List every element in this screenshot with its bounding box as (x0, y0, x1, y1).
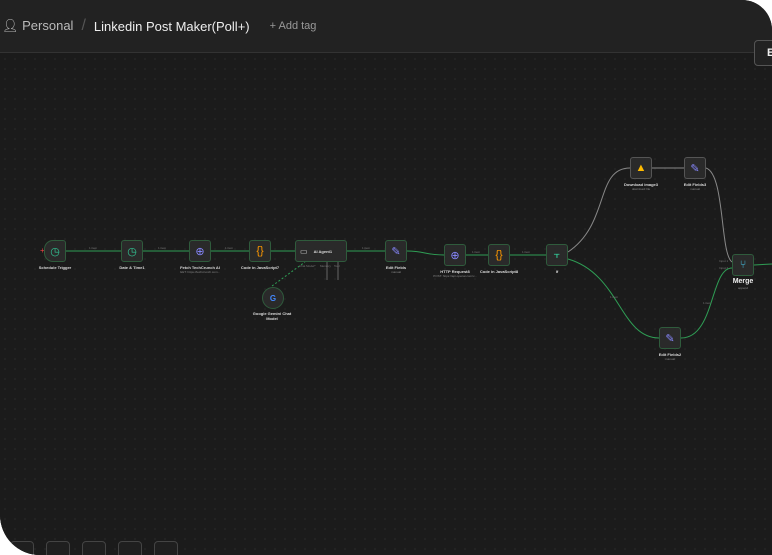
edge-label: 1 item (89, 246, 98, 250)
node-label: Download image3 (623, 182, 658, 187)
pencil-icon: ✎ (391, 245, 401, 258)
node-label: Google Gemini Chat Model (252, 311, 292, 321)
node-download-image[interactable]: ▲ (630, 157, 652, 179)
edge (326, 262, 339, 280)
breadcrumb-project[interactable]: 👤︎ Personal (2, 18, 73, 34)
workflow-title[interactable]: Linkedin Post Maker(Poll+) (93, 18, 250, 34)
node-label: Schedule Trigger (38, 265, 72, 270)
node-gemini-model[interactable]: G (262, 287, 284, 309)
node-label: Fetch TechCrunch AI (180, 265, 220, 270)
edge (753, 263, 772, 266)
google-drive-icon: ▲ (635, 162, 647, 174)
edge (567, 167, 631, 253)
node-subtitle: append (737, 286, 748, 290)
project-name: Personal (22, 18, 74, 33)
edge-label: 1 item (225, 246, 234, 250)
zoom-to-fit-button[interactable] (10, 541, 34, 555)
edge (567, 258, 660, 339)
node-label: Edit Fields2 (658, 352, 682, 357)
node-subtitle: manual (690, 187, 700, 191)
tidy-up-button[interactable] (154, 541, 178, 555)
port-label: Chat Model* (299, 264, 316, 268)
node-label: Merge (732, 278, 754, 285)
workflow-canvas[interactable]: + ◷ Schedule Trigger ◷ Date & Time1 ⊕ Fe… (0, 54, 772, 555)
side-panel-button[interactable]: E (754, 40, 772, 66)
code-braces-icon: {} (495, 249, 503, 261)
robot-icon: ▭ (300, 246, 308, 256)
if-icon: ⫟ (553, 248, 561, 261)
port-label: Input 2 (719, 266, 729, 270)
port-label: Memory (320, 264, 331, 268)
pencil-icon: ✎ (665, 332, 675, 345)
node-date-time[interactable]: ◷ (121, 240, 143, 262)
edge-label: 1 item (703, 301, 712, 305)
edge (406, 250, 445, 256)
breadcrumb-separator: / (81, 17, 86, 34)
node-subtitle: manual (391, 270, 401, 274)
google-icon: G (269, 293, 277, 303)
node-label: Edit Fields3 (683, 182, 707, 187)
node-edit-fields2[interactable]: ✎ (659, 327, 681, 349)
pencil-icon: ✎ (690, 162, 700, 175)
merge-icon: ⑂ (739, 259, 747, 271)
edge (705, 167, 733, 263)
port-label: Tool (334, 264, 340, 268)
connections: + (40, 167, 772, 339)
node-edit-fields[interactable]: ✎ (385, 240, 407, 262)
node-label: Code in JavaScript7 (240, 265, 280, 270)
node-label: Code in JavaScript8 (479, 269, 519, 274)
node-if[interactable]: ⫟ (546, 244, 568, 266)
node-merge[interactable]: ⑂ (732, 254, 754, 276)
node-http-request8[interactable]: ⊕ (444, 244, 466, 266)
edge-label: 1 item (362, 246, 371, 250)
zoom-out-button[interactable] (82, 541, 106, 555)
node-subtitle: manual (665, 357, 675, 361)
add-tag-button[interactable]: + Add tag (269, 20, 317, 32)
canvas-controls (10, 541, 178, 555)
code-braces-icon: {} (256, 245, 264, 257)
node-subtitle: POST: https://api.openai.com/v... (433, 274, 477, 278)
node-label: AI Agent1 (313, 248, 333, 254)
globe-icon: ⊕ (450, 249, 460, 262)
edge (271, 261, 306, 287)
node-schedule-trigger[interactable]: ◷ (44, 240, 66, 262)
globe-icon: ⊕ (195, 245, 205, 258)
node-label: If (555, 269, 559, 274)
reset-zoom-button[interactable] (118, 541, 142, 555)
node-code7[interactable]: {} (249, 240, 271, 262)
edge-label: 1 item (158, 246, 167, 250)
node-subtitle: GET: https://techcrunch.com... (179, 270, 221, 274)
edge (680, 267, 733, 339)
node-edit-fields3[interactable]: ✎ (684, 157, 706, 179)
user-icon: 👤︎ (2, 18, 19, 33)
node-subtitle: download: file (631, 187, 651, 191)
node-label: Date & Time1 (119, 265, 145, 270)
clock-icon: ◷ (50, 245, 60, 258)
node-label: Edit Fields (385, 265, 407, 270)
port-label: Input 1 (719, 259, 729, 263)
clock-icon: ◷ (127, 245, 137, 258)
zoom-in-button[interactable] (46, 541, 70, 555)
header: 👤︎ Personal / Linkedin Post Maker(Poll+)… (0, 0, 772, 53)
node-fetch-techcrunch[interactable]: ⊕ (189, 240, 211, 262)
node-code8[interactable]: {} (488, 244, 510, 266)
add-trigger-icon: + (40, 246, 45, 255)
node-label: HTTP Request8 (440, 269, 470, 274)
edge-label: 1 item (472, 250, 481, 254)
edge-label: 1 item (522, 250, 531, 254)
edge-label: 1 item (610, 295, 619, 299)
node-ai-agent[interactable]: ▭ AI Agent1 (295, 240, 347, 262)
